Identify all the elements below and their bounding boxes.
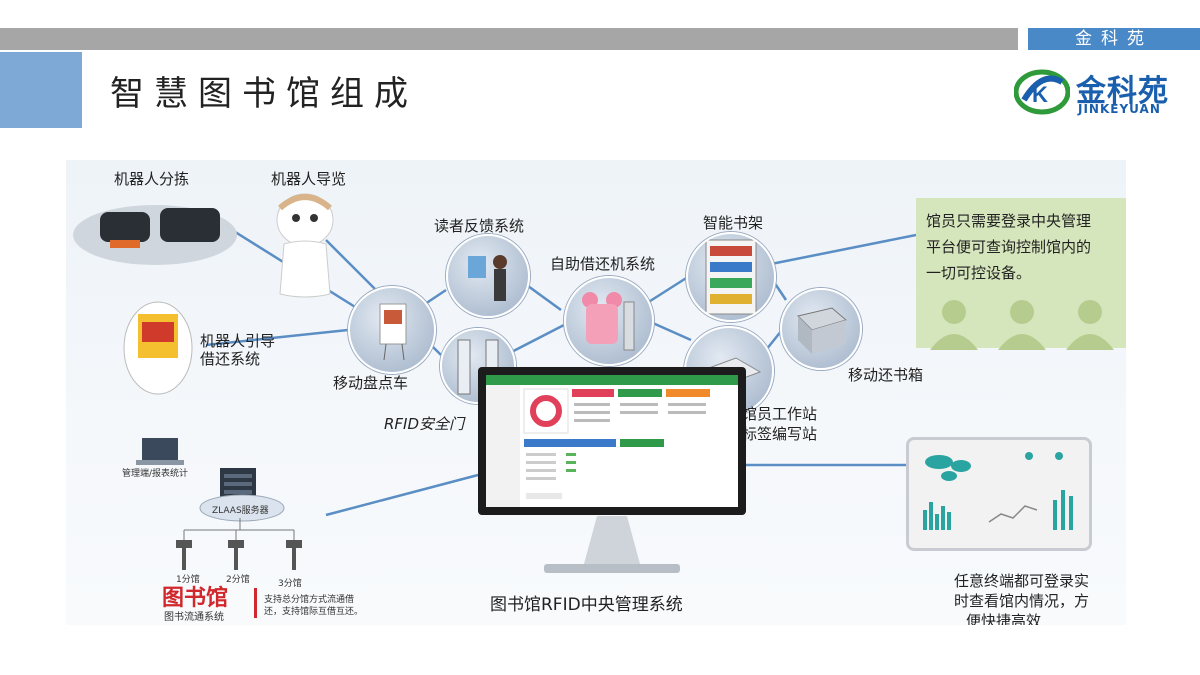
label-support-2: 还，支持馆际互借互还。	[264, 607, 364, 617]
label-staff-station-2: 标签编写站	[742, 425, 818, 443]
label-robot-lead-1: 机器人引导	[200, 332, 276, 350]
dashboard-mock	[486, 375, 738, 507]
dashboard-screen	[486, 375, 738, 507]
info-line-1: 馆员只需要登录中央管理	[926, 212, 1092, 230]
cloud-icon	[199, 494, 285, 522]
label-branch-2: 2分馆	[226, 575, 250, 585]
robot-lead-image	[123, 301, 193, 395]
terminal-line-1: 任意终端都可登录实	[954, 572, 1090, 590]
label-self-checkout: 自助借还机系统	[550, 255, 656, 273]
info-text: 馆员只需要登录中央管理 平台便可查询控制馆内的 一切可控设备。	[926, 208, 1121, 286]
robot-sorting-image	[73, 205, 237, 265]
label-robot-sorting: 机器人分拣	[114, 170, 190, 188]
logo-name: 金科苑	[1076, 74, 1169, 109]
label-server: ZLAAS服务器	[212, 506, 269, 516]
terminal-tablet	[906, 437, 1092, 551]
label-return-box: 移动还书箱	[848, 366, 924, 384]
label-management: 管理端/报表统计	[122, 469, 189, 479]
label-branch-3: 3分馆	[278, 579, 302, 589]
branch-tree	[176, 518, 302, 570]
diagram-panel: 机器人分拣 机器人导览 机器人引导 借还系统 移动盘点车 读者反馈系统 RFID…	[66, 160, 1126, 625]
user-icon	[998, 300, 1046, 350]
svg-text:K: K	[1032, 82, 1048, 107]
user-icon	[930, 300, 978, 350]
mobile-cart-image	[348, 286, 436, 374]
label-staff-station-1: 馆员工作站	[742, 405, 818, 423]
company-logo: K 金科苑 JINKEYUAN	[1012, 64, 1188, 120]
terminal-line-2: 时查看馆内情况，方	[954, 592, 1090, 610]
page-title: 智慧图书馆组成	[110, 74, 418, 114]
central-monitor	[478, 367, 746, 515]
reader-feedback-image	[446, 234, 530, 318]
label-central-system: 图书馆RFID中央管理系统	[490, 595, 683, 615]
info-line-3: 一切可控设备。	[926, 264, 1032, 282]
label-library-big: 图书馆	[162, 586, 229, 611]
label-rfid-gate: RFID安全门	[384, 415, 465, 433]
terminal-line-3: 便快捷高效	[966, 612, 1042, 625]
tablet-dashboard-mock	[923, 452, 1073, 530]
logo-swirl-icon: K	[1014, 69, 1070, 115]
user-icon	[1066, 300, 1114, 350]
info-line-2: 平台便可查询控制馆内的	[926, 238, 1092, 256]
label-smart-shelf: 智能书架	[703, 214, 764, 232]
self-checkout-image	[564, 276, 654, 366]
label-support-1: 支持总分馆方式流通借	[264, 595, 355, 605]
label-library-sub: 图书流通系统	[164, 612, 224, 623]
laptop-icon	[136, 438, 184, 465]
label-mobile-cart: 移动盘点车	[333, 374, 409, 392]
red-divider	[254, 588, 257, 618]
title-accent-block	[0, 52, 82, 128]
label-reader-feedback: 读者反馈系统	[434, 217, 525, 235]
logo-pinyin: JINKEYUAN	[1078, 102, 1161, 116]
info-box: 馆员只需要登录中央管理 平台便可查询控制馆内的 一切可控设备。	[916, 198, 1126, 350]
monitor-base	[544, 564, 680, 573]
label-robot-lead-2: 借还系统	[200, 350, 261, 368]
robot-guide-image	[276, 193, 334, 298]
brand-tag: 金科苑	[1028, 28, 1200, 50]
return-box-image	[780, 288, 862, 370]
label-branch-1: 1分馆	[176, 575, 200, 585]
header-gray-bar	[0, 28, 1018, 50]
label-robot-guide: 机器人导览	[271, 170, 347, 188]
smart-shelf-image	[686, 232, 776, 322]
